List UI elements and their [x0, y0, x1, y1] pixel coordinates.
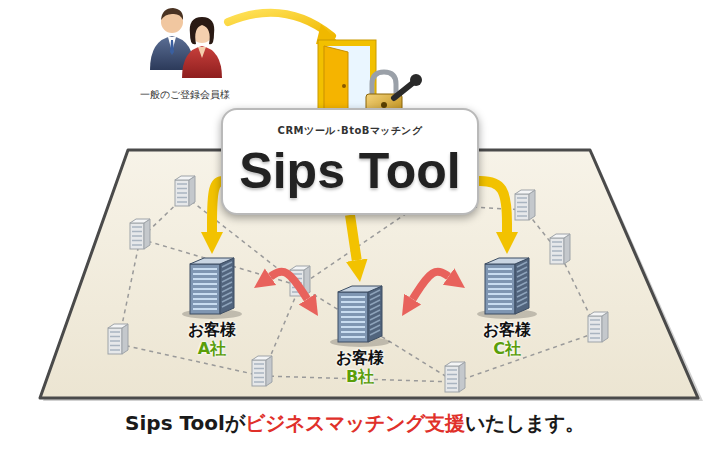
- caption: Sips Toolがビジネスマッチング支援いたします。: [0, 410, 710, 437]
- network-line: [118, 344, 262, 376]
- network-lines: [118, 196, 598, 382]
- network-line: [300, 204, 420, 286]
- company-name: A社: [198, 339, 226, 358]
- member-label: 一般のご登録会員様: [140, 88, 230, 102]
- caption-text: Sips Toolが: [125, 411, 245, 435]
- small-building: [515, 190, 535, 220]
- customer-building: お客様C社: [459, 254, 555, 358]
- company-name: B社: [346, 367, 374, 386]
- customer-building: お客様B社: [312, 282, 408, 386]
- network-line: [300, 286, 455, 382]
- service-arrow: [350, 215, 357, 260]
- network-line: [455, 332, 598, 382]
- service-box: CRMツール･BtoBマッチング Sips Tool: [221, 108, 479, 215]
- small-building: [130, 219, 150, 249]
- small-building: [550, 234, 570, 264]
- small-building: [252, 356, 272, 386]
- small-building: [588, 312, 608, 342]
- service-arrow: [475, 181, 507, 232]
- customer-label: お客様: [188, 320, 236, 339]
- company-name: C社: [493, 339, 521, 358]
- customer-label: お客様: [483, 320, 531, 339]
- caption-highlight: ビジネスマッチング支援: [245, 411, 465, 435]
- small-building: [108, 324, 128, 354]
- subtitle: CRMツール･BtoBマッチング: [239, 124, 461, 138]
- members-icon: [150, 8, 222, 78]
- building-illustration: [328, 282, 392, 348]
- caption-text: いたします。: [465, 411, 585, 435]
- matching-arrow: [413, 272, 449, 299]
- small-building: [445, 362, 465, 392]
- customer-label: お客様: [336, 348, 384, 367]
- building-illustration: [180, 254, 244, 320]
- customer-building: お客様A社: [164, 254, 260, 358]
- product-name: Sips Tool: [239, 144, 461, 199]
- building-illustration: [475, 254, 539, 320]
- entry-arrow: [228, 13, 332, 36]
- small-building: [175, 176, 195, 206]
- matching-arrow: [270, 272, 307, 300]
